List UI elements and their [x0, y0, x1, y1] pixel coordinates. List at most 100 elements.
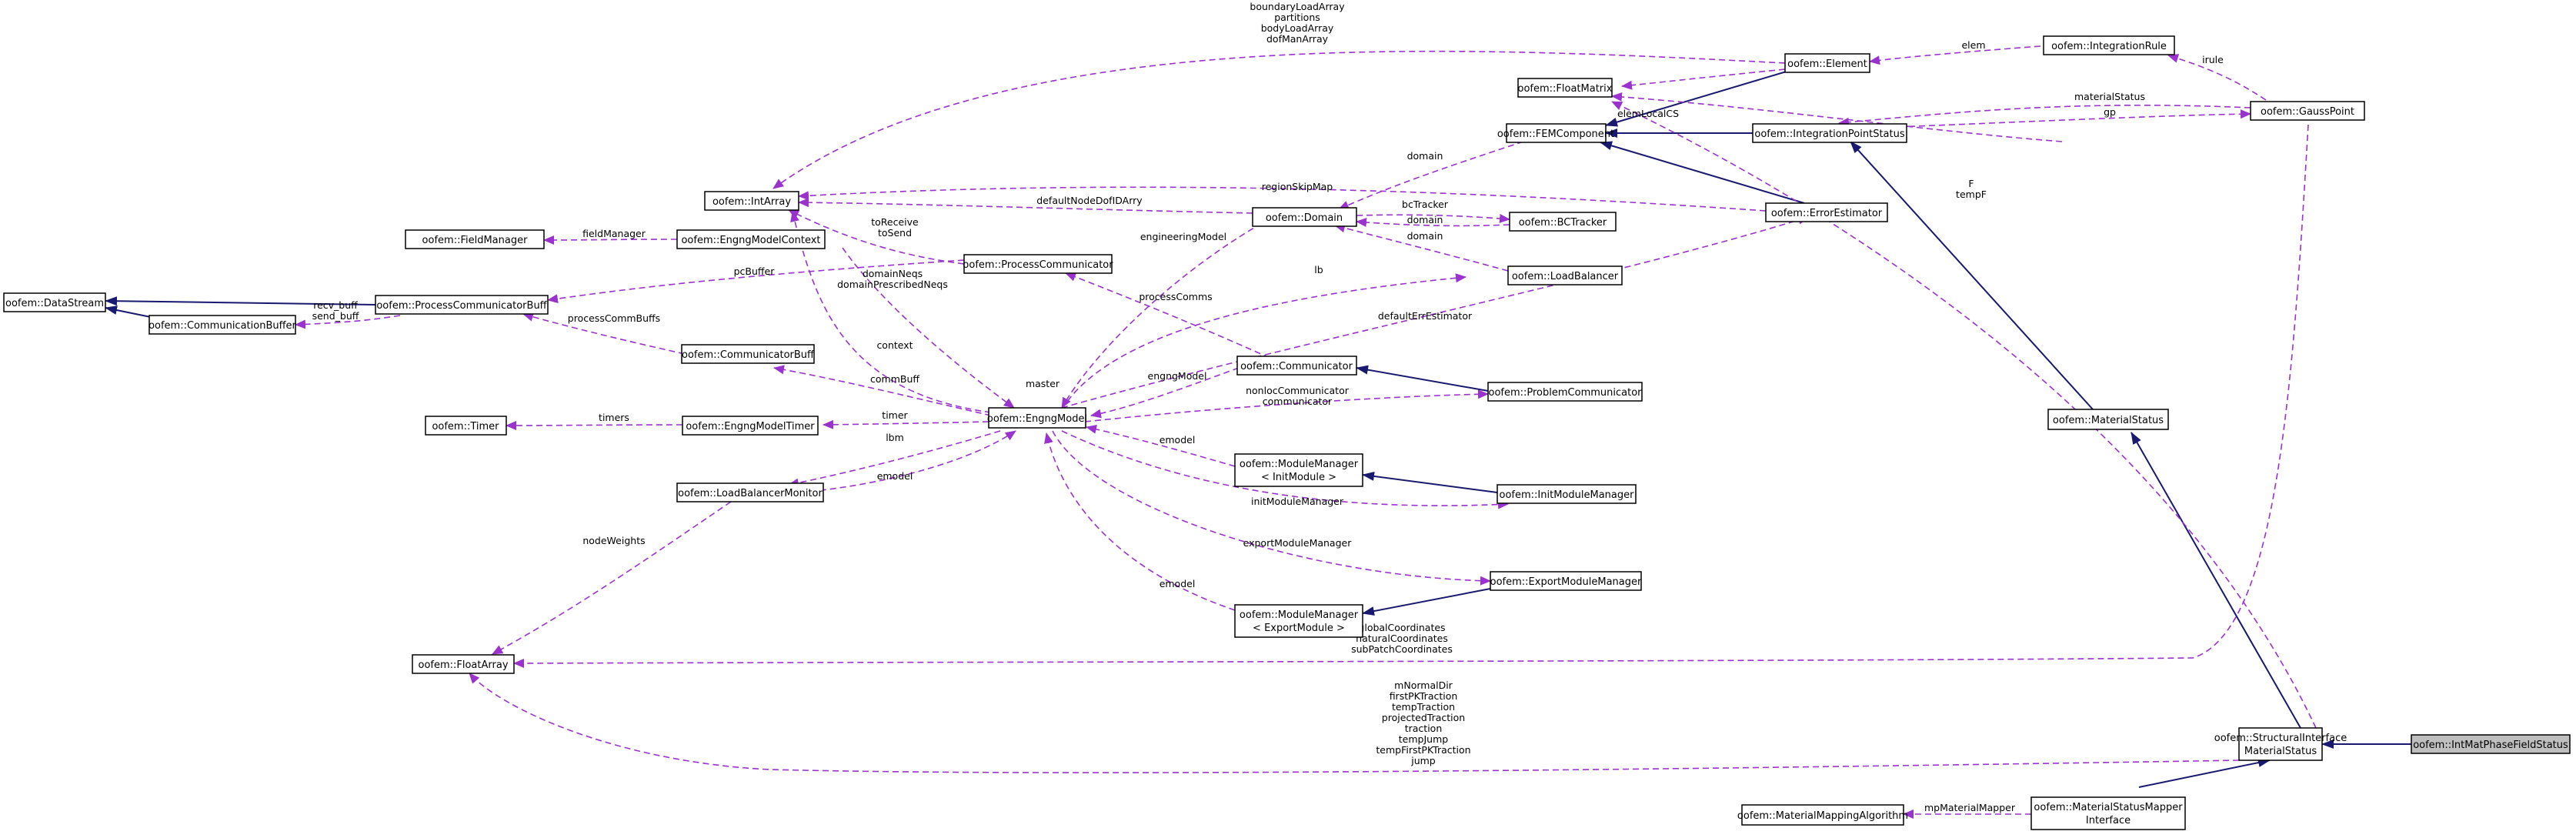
class-node-integrationpointstatus[interactable]: oofem::IntegrationPointStatus: [1752, 123, 1907, 143]
edge-errorestimator-to-femcomponent: [1600, 141, 1805, 204]
edge-engngmodel-engngmodeltimer: [823, 419, 989, 429]
class-name: oofem::ProblemCommunicator: [1488, 387, 1642, 399]
class-node-structuralinterfacematerialstatus[interactable]: oofem::StructuralInterface MaterialStatu…: [2214, 727, 2347, 761]
class-node-materialstatus[interactable]: oofem::MaterialStatus: [2047, 409, 2169, 430]
edge-modulemgrinit-engngmodel: [1086, 424, 1236, 467]
edge-element-intarray: [772, 50, 1786, 189]
class-node-problemcommunicator[interactable]: oofem::ProblemCommunicator: [1487, 382, 1643, 402]
class-node-modulemanager-exportmodule[interactable]: oofem::ModuleManager < ExportModule >: [1234, 604, 1363, 638]
class-node-engngmodeltimer[interactable]: oofem::EngngModelTimer: [682, 416, 819, 436]
class-name: oofem::CommunicationBuffer: [148, 320, 296, 332]
edge-label: naturalCoordinates: [1356, 633, 1448, 644]
class-node-errorestimator[interactable]: oofem::ErrorEstimator: [1765, 202, 1888, 222]
class-node-floatarray[interactable]: oofem::FloatArray: [412, 654, 515, 674]
edge-label: toReceive: [871, 216, 919, 228]
edge-label: domainNeqs: [863, 268, 923, 279]
class-node-element[interactable]: oofem::Element: [1784, 53, 1870, 73]
edge-errorestimator-floatmatrix: [1611, 92, 2063, 142]
edge-element-to-femcomponent: [1605, 70, 1790, 127]
class-node-timer[interactable]: oofem::Timer: [425, 416, 507, 436]
class-node-domain[interactable]: oofem::Domain: [1252, 207, 1357, 227]
class-node-loadbalancer[interactable]: oofem::LoadBalancer: [1507, 265, 1623, 285]
class-node-processcommunicator[interactable]: oofem::ProcessCommunicator: [963, 254, 1113, 274]
class-name: oofem::BCTracker: [1519, 217, 1607, 229]
class-node-gausspoint[interactable]: oofem::GaussPoint: [2250, 101, 2365, 121]
class-node-intmatphasefieldstatus[interactable]: oofem::IntMatPhaseFieldStatus: [2411, 734, 2571, 754]
class-name-line1: oofem::MaterialStatusMapper: [2034, 802, 2183, 813]
edge-label: bodyLoadArray: [1261, 22, 1334, 34]
class-name-line2: Interface: [2086, 815, 2131, 826]
edge-exportmodulemgr-to-modulemgr: [1362, 588, 1491, 616]
class-node-engngmodel[interactable]: oofem::EngngModel: [987, 407, 1087, 429]
edge-processcomm-intarray: [788, 209, 965, 265]
class-node-processcommunicatorbuff[interactable]: oofem::ProcessCommunicatorBuff: [375, 295, 549, 315]
class-name: oofem::ExportModuleManager: [1490, 576, 1642, 588]
nodes: oofem::IntMatPhaseFieldStatus oofem::Str…: [3, 35, 2571, 830]
class-name: oofem::EngngModelContext: [681, 235, 820, 246]
class-node-loadbalancermonitor[interactable]: oofem::LoadBalancerMonitor: [676, 482, 824, 502]
class-node-bctracker[interactable]: oofem::BCTracker: [1509, 212, 1617, 232]
edge-structinterface-to-materialstatus: [2131, 432, 2301, 729]
class-name-line2: < ExportModule >: [1253, 623, 1345, 634]
edge-label: initModuleManager: [1251, 496, 1344, 507]
edge-label: context: [876, 339, 913, 351]
edge-engngmodel-initmodulemgr: [1061, 430, 1509, 509]
class-node-engngmodelcontext[interactable]: oofem::EngngModelContext: [676, 229, 826, 249]
class-node-intarray[interactable]: oofem::IntArray: [704, 191, 799, 211]
class-node-fieldmanager[interactable]: oofem::FieldManager: [405, 229, 545, 249]
edge-label: emodel: [1160, 434, 1196, 446]
edge-label: mpMaterialMapper: [1924, 802, 2016, 813]
class-name: oofem::FloatArray: [418, 659, 508, 671]
class-name: oofem::MaterialStatus: [2053, 415, 2164, 426]
edge-engngmodel-exportmodulemgr: [1052, 430, 1491, 586]
edge-element-integrationrule: [1869, 45, 2041, 65]
class-node-communicatorbuff[interactable]: oofem::CommunicatorBuff: [681, 344, 815, 364]
class-node-exportmodulemanager[interactable]: oofem::ExportModuleManager: [1490, 571, 1642, 591]
class-name-line1: oofem::ModuleManager: [1240, 609, 1359, 621]
class-node-femcomponent[interactable]: oofem::FEMComponent: [1497, 123, 1614, 143]
class-name: oofem::ProcessCommunicatorBuff: [376, 300, 547, 312]
edge-initmodulemgr-to-modulemgr: [1362, 472, 1498, 493]
class-name: oofem::Domain: [1266, 212, 1343, 224]
edge-label: nonlocCommunicator: [1246, 385, 1350, 396]
class-name: oofem::DataStream: [5, 298, 104, 309]
class-node-integrationrule[interactable]: oofem::IntegrationRule: [2043, 35, 2175, 55]
edge-label: engngModel: [1148, 370, 1207, 382]
edge-label: irule: [2202, 54, 2224, 65]
class-node-communicationbuffer[interactable]: oofem::CommunicationBuffer: [148, 315, 297, 335]
edge-label: dofManArray: [1266, 33, 1329, 45]
class-name: oofem::IntArray: [712, 196, 791, 208]
class-name: oofem::Element: [1787, 58, 1867, 70]
class-name-line2: < InitModule >: [1261, 472, 1336, 483]
edge-label: tempJump: [1399, 733, 1448, 745]
edge-label: boundaryLoadArray: [1250, 1, 1345, 12]
edge-processcomm-pcbuff: [547, 259, 965, 304]
edge-modulemgrexport-engngmodel: [1044, 432, 1236, 611]
edge-engngmodel-communicatorbuff: [773, 365, 992, 416]
edge-ipstatus-gausspoint: [1838, 109, 2251, 130]
class-node-materialstatusmapperinterface[interactable]: oofem::MaterialStatusMapper Interface: [2030, 796, 2186, 830]
class-name: oofem::FEMComponent: [1497, 129, 1614, 140]
edge-label: recv_buff: [313, 299, 358, 311]
class-node-materialmappingalgorithm[interactable]: oofem::MaterialMappingAlgorithm: [1737, 804, 1908, 826]
class-node-modulemanager-initmodule[interactable]: oofem::ModuleManager < InitModule >: [1234, 453, 1363, 487]
class-node-initmodulemanager[interactable]: oofem::InitModuleManager: [1497, 484, 1637, 504]
edge-domain-intarray: [798, 198, 1253, 214]
class-name: oofem::ProcessCommunicator: [963, 259, 1113, 271]
edge-label: globalCoordinates: [1358, 622, 1445, 633]
edge-engngmodel-problemcomm: [1084, 389, 1489, 422]
class-name: oofem::Timer: [432, 421, 499, 432]
edge-engngmodel-intarray: [790, 211, 992, 413]
class-node-floatmatrix[interactable]: oofem::FloatMatrix: [1517, 78, 1613, 98]
class-name: oofem::MaterialMappingAlgorithm: [1737, 810, 1908, 822]
edge-label: exportModuleManager: [1243, 537, 1353, 549]
edge-label: lb: [1314, 264, 1323, 275]
class-node-communicator[interactable]: oofem::Communicator: [1236, 356, 1357, 376]
class-name: oofem::InitModuleManager: [1500, 489, 1635, 501]
edge-label: elem: [1961, 39, 1985, 51]
edge-engngmodel-errorestimator: [1061, 215, 1809, 409]
edge-element-floatmatrix: [1621, 68, 1786, 90]
edge-domain-bctracker: [1356, 213, 1510, 223]
class-node-datastream[interactable]: oofem::DataStream: [3, 292, 106, 312]
